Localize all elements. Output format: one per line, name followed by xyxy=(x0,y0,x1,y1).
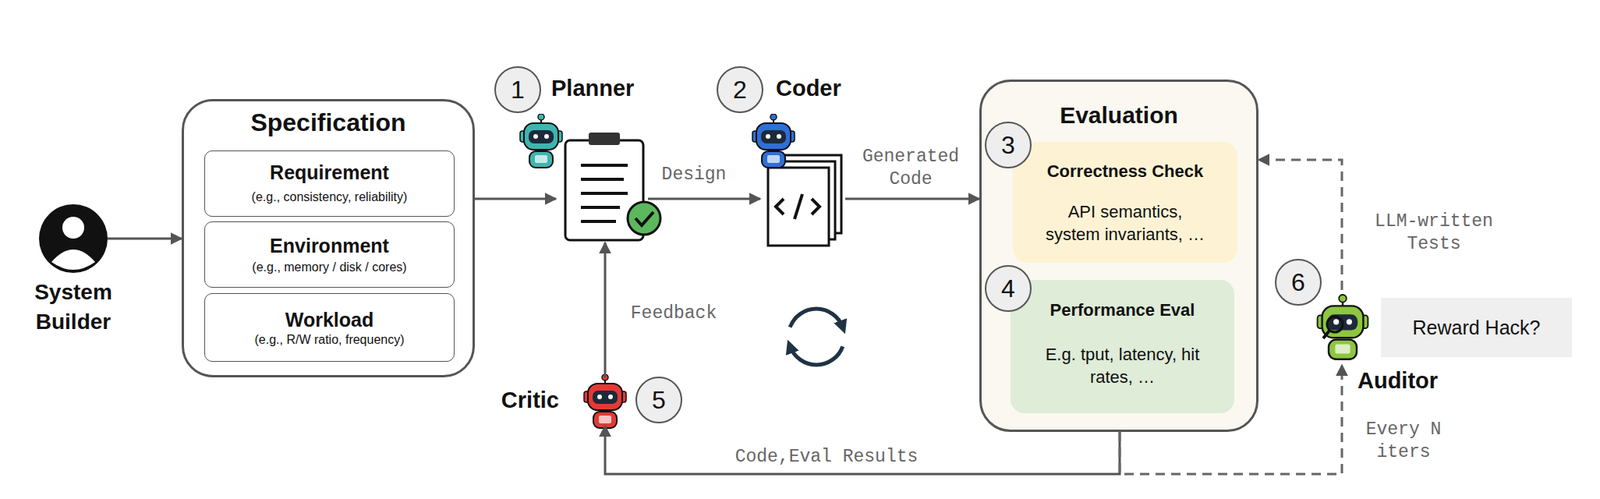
node-title: Auditor xyxy=(1357,366,1438,395)
node-body: E.g. tput, latency, hit rates, … xyxy=(1038,343,1207,389)
node-body: (e.g., consistency, reliability) xyxy=(205,189,454,206)
spec-item: Environment(e.g., memory / disk / cores) xyxy=(204,221,455,288)
flow-arrow xyxy=(107,237,182,241)
check-box: Performance EvalE.g. tput, latency, hit … xyxy=(1010,279,1235,414)
callout-number: 3 xyxy=(1001,132,1016,158)
node-title: System Builder xyxy=(10,277,136,337)
agent-node: Critic xyxy=(583,377,627,426)
node-title: Evaluation xyxy=(981,101,1257,130)
node-body: (e.g., R/W ratio, frequency) xyxy=(205,332,454,348)
spec-item: Workload(e.g., R/W ratio, frequency) xyxy=(204,293,455,362)
node-title: Environment xyxy=(205,233,454,258)
node-title: Specification xyxy=(184,107,473,138)
agent-node: Coder xyxy=(760,142,846,251)
flow-arrow xyxy=(604,242,607,378)
edge-label: Feedback xyxy=(630,302,717,326)
person-icon xyxy=(38,204,108,273)
edge-label: LLM-written Tests xyxy=(1367,210,1501,256)
actor: System Builder xyxy=(38,204,108,273)
node-title: Workload xyxy=(205,307,454,332)
edge-label: Every N iters xyxy=(1360,418,1447,464)
node-title: Requirement xyxy=(205,160,454,185)
node-title: Critic xyxy=(481,385,560,415)
flow-arrow xyxy=(647,198,761,201)
agent-node: Auditor xyxy=(1317,290,1367,365)
node-body: API semantics, system invariants, … xyxy=(1041,200,1210,246)
code-icon xyxy=(768,155,842,246)
node-title: Planner xyxy=(551,74,634,103)
edge-label: Generated Code xyxy=(856,145,966,192)
callout-number: 6 xyxy=(1291,269,1306,295)
check-box: Correctness CheckAPI semantics, system i… xyxy=(1012,141,1238,263)
coder-robot xyxy=(752,113,795,168)
node-title: Correctness Check xyxy=(1012,160,1238,183)
node-title: Performance Eval xyxy=(1010,299,1235,322)
flow-arrow xyxy=(605,425,1120,475)
spec-item: Requirement (e.g., consistency, reliabili… xyxy=(204,150,455,217)
callout-number: 4 xyxy=(1001,276,1016,301)
callout-number: 5 xyxy=(651,387,666,413)
flow-arrow xyxy=(474,198,556,201)
edge-label: Code,Eval Results xyxy=(735,446,919,469)
spec-box: SpecificationRequirement (e.g., consisten… xyxy=(181,99,475,378)
critic-robot xyxy=(584,374,627,429)
node-title: Coder xyxy=(775,74,842,103)
flow-arrow xyxy=(845,198,980,201)
planner-robot xyxy=(520,113,563,168)
node-title: Reward Hack? xyxy=(1380,315,1572,340)
callout-number: 1 xyxy=(510,77,525,103)
clipboard-icon xyxy=(565,132,661,241)
cycle-icon xyxy=(789,308,843,365)
edge-label: Design xyxy=(661,163,727,187)
node-body: (e.g., memory / disk / cores) xyxy=(205,259,454,276)
auditor-robot xyxy=(1317,294,1369,360)
callout-number: 2 xyxy=(732,77,747,103)
agent-node: Planner xyxy=(555,132,648,243)
note-box: Reward Hack? xyxy=(1380,297,1572,358)
